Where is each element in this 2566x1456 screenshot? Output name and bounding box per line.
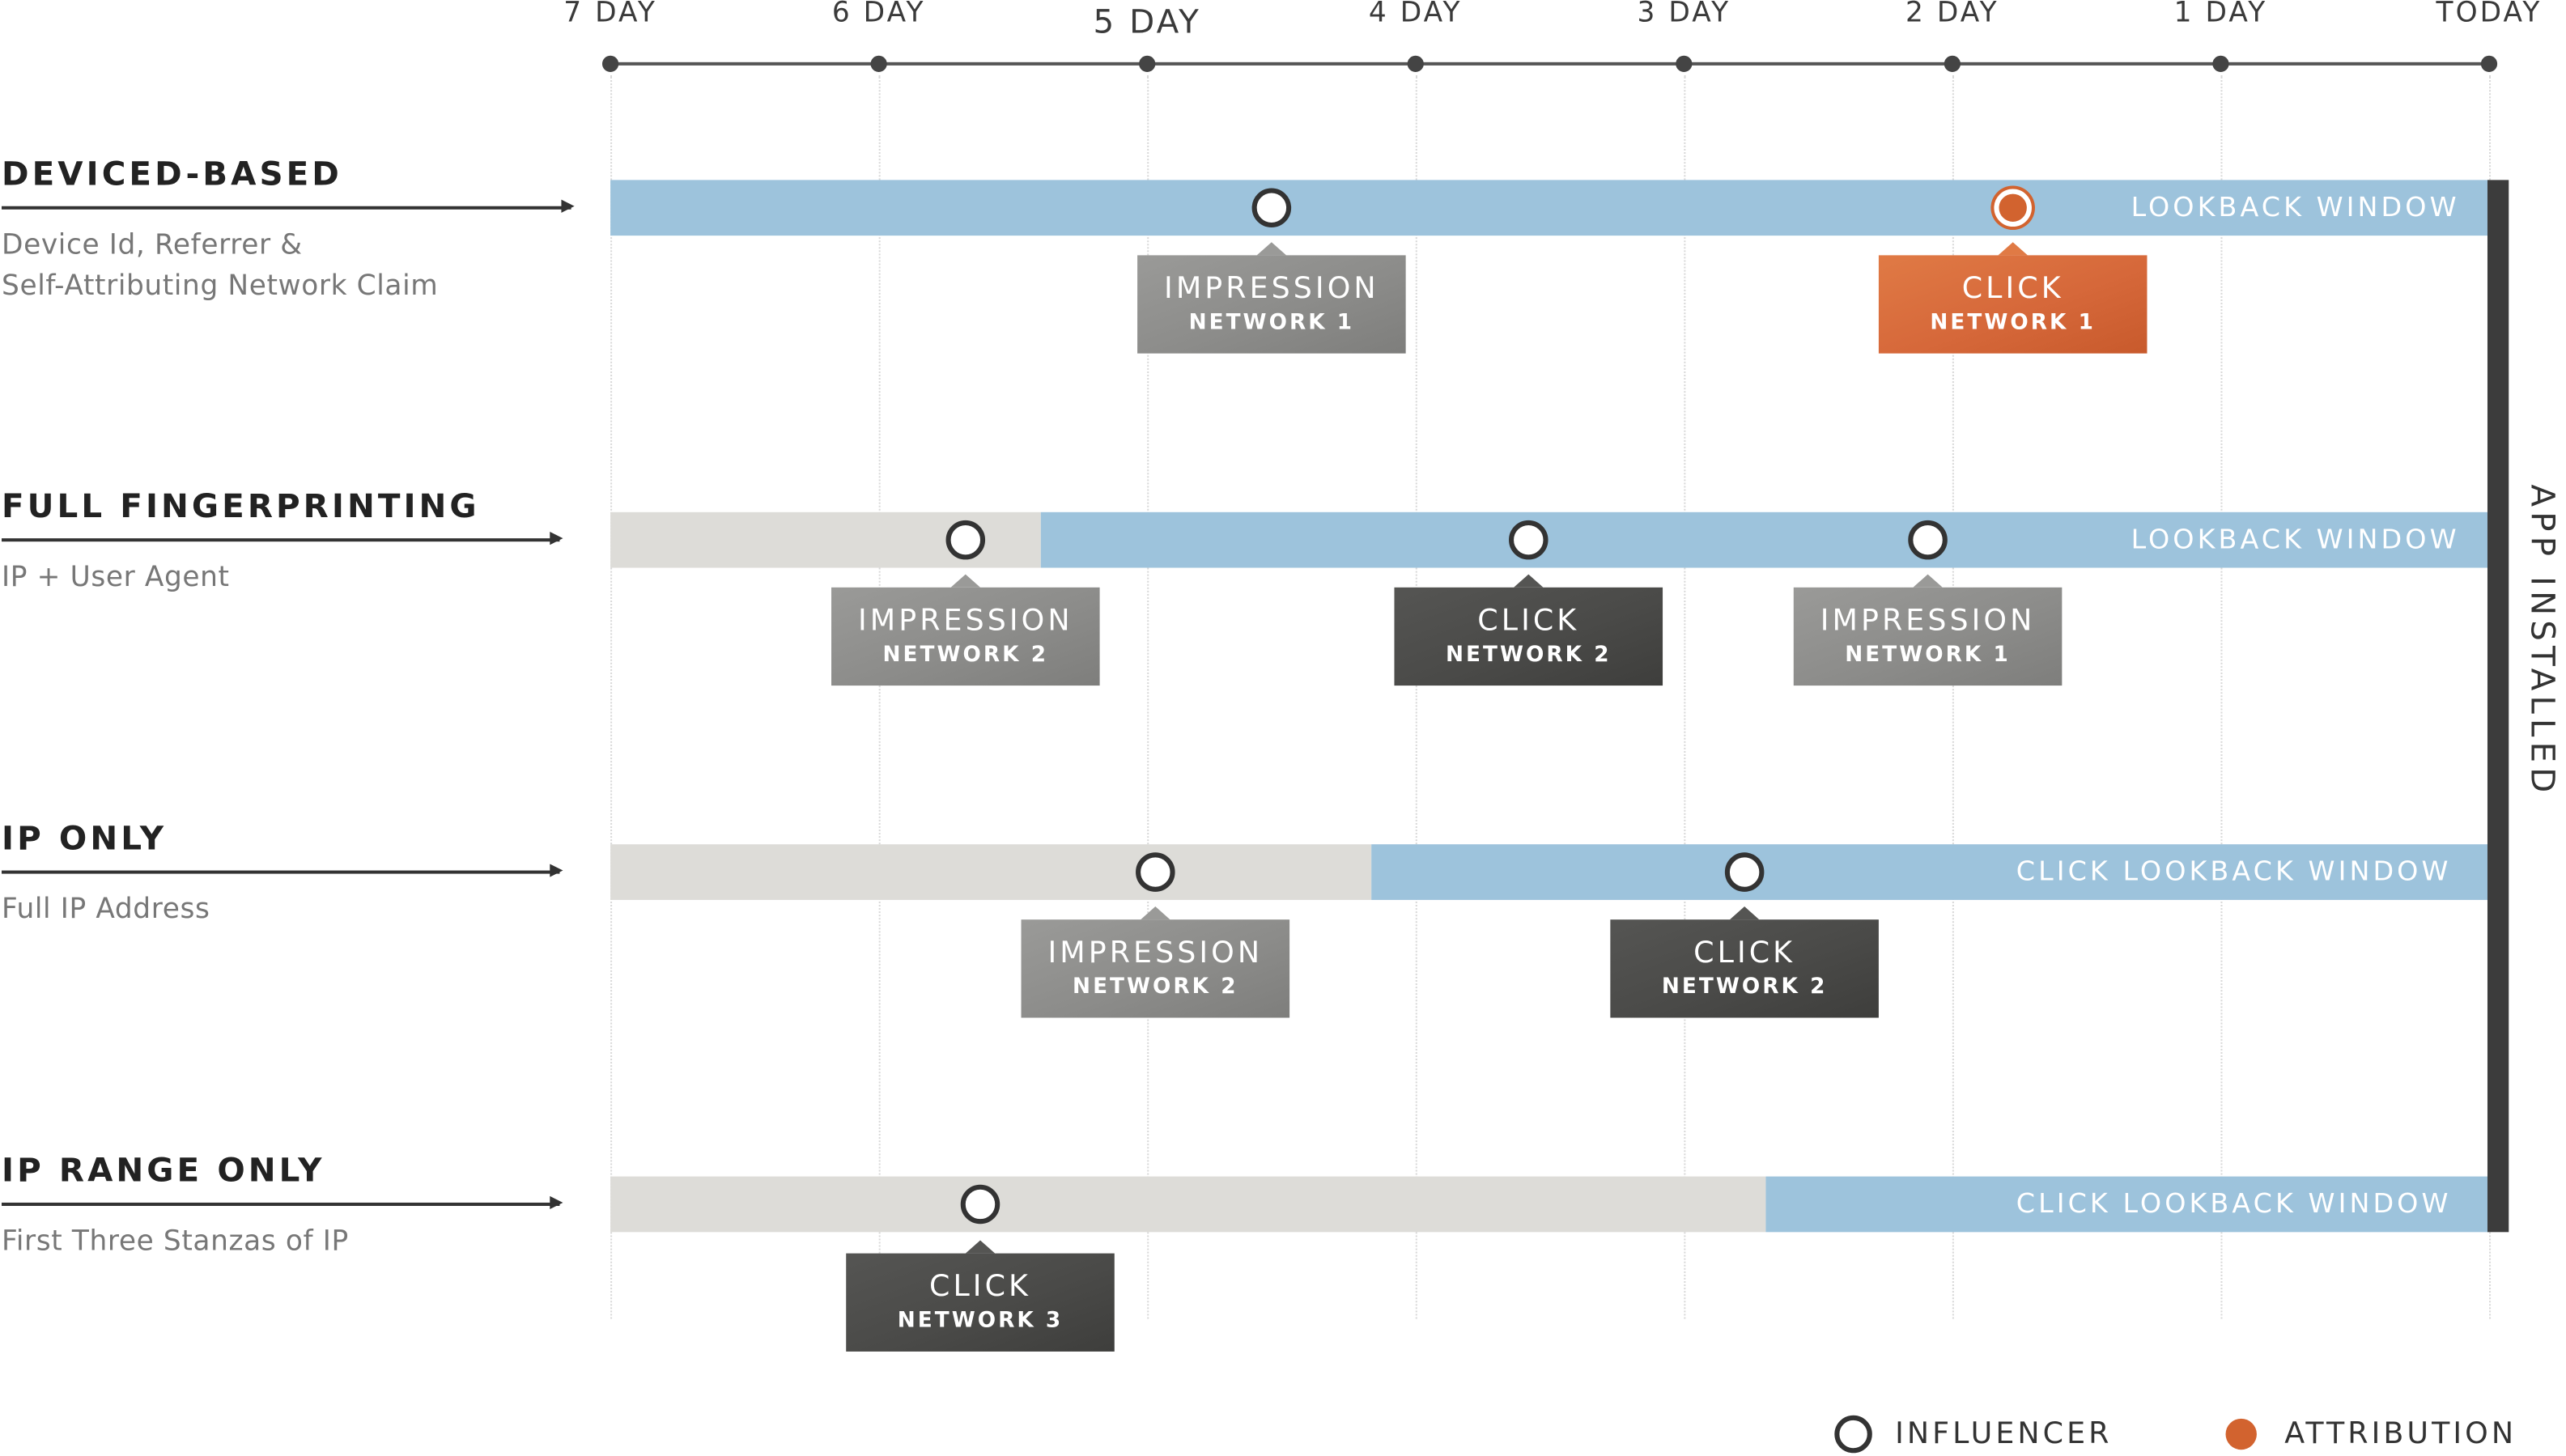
legend-influencer-label: INFLUENCER xyxy=(1895,1416,2113,1452)
gridline xyxy=(878,74,881,1319)
axis-line xyxy=(610,62,2490,65)
event-callout-click: CLICK NETWORK 2 xyxy=(1394,587,1663,686)
gridline xyxy=(1415,74,1417,1319)
event-callout-click: CLICK NETWORK 3 xyxy=(846,1253,1115,1352)
row-arrow xyxy=(2,201,575,211)
row-title-full-fingerprinting: FULL FINGERPRINTING xyxy=(2,486,480,525)
lookback-window-bar xyxy=(610,180,2490,236)
influencer-marker xyxy=(1251,188,1292,228)
day-label-2: 2 DAY xyxy=(1905,0,1999,30)
day-label-6: 6 DAY xyxy=(831,0,926,30)
lookback-window-bar xyxy=(1040,512,2490,568)
axis-tick xyxy=(601,54,619,71)
event-network: NETWORK 2 xyxy=(1073,974,1238,1000)
event-type: CLICK xyxy=(1477,604,1580,639)
day-label-4: 4 DAY xyxy=(1368,0,1463,30)
axis-tick xyxy=(1139,54,1156,71)
event-type: IMPRESSION xyxy=(1047,936,1264,970)
outside-window-bar xyxy=(610,844,1372,900)
attribution-marker xyxy=(1994,189,2032,227)
row-title-ip-range-only: IP RANGE ONLY xyxy=(2,1150,325,1190)
event-network: NETWORK 1 xyxy=(1845,643,2011,668)
axis-tick xyxy=(1676,54,1693,71)
influencer-icon xyxy=(1834,1415,1872,1454)
influencer-marker xyxy=(1908,520,1948,560)
axis-tick xyxy=(1944,54,1961,71)
event-type: CLICK xyxy=(1961,271,2064,307)
event-network: NETWORK 2 xyxy=(882,643,1049,668)
gridline xyxy=(2220,74,2223,1319)
gridline xyxy=(1147,74,1149,1319)
axis-tick xyxy=(2480,54,2498,71)
event-type: IMPRESSION xyxy=(1164,271,1379,307)
influencer-marker xyxy=(945,520,986,560)
event-network: NETWORK 2 xyxy=(1661,974,1828,1000)
axis-tick xyxy=(1407,54,1424,71)
attribution-icon xyxy=(2225,1418,2257,1450)
lookback-window-label: LOOKBACK WINDOW xyxy=(2131,191,2460,223)
axis-tick xyxy=(2212,54,2229,71)
influencer-marker xyxy=(960,1184,1000,1225)
event-type: CLICK xyxy=(929,1269,1031,1305)
row-title-device-based: DEVICED-BASED xyxy=(2,154,342,193)
gridline xyxy=(1952,74,1954,1319)
gridline xyxy=(610,74,613,1319)
row-subtitle-ip-range-only: First Three Stanzas of IP xyxy=(2,1225,349,1259)
day-label-7: 7 DAY xyxy=(563,0,657,30)
app-installed-bar xyxy=(2487,180,2509,1233)
event-callout-click: CLICK NETWORK 2 xyxy=(1610,919,1879,1018)
axis-tick xyxy=(870,54,887,71)
app-installed-label: APP INSTALLED xyxy=(2523,484,2563,798)
event-type: CLICK xyxy=(1693,936,1796,970)
event-callout-impression: IMPRESSION NETWORK 1 xyxy=(1137,255,1406,354)
click-lookback-window-label: CLICK LOOKBACK WINDOW xyxy=(2016,855,2452,887)
gridline xyxy=(1684,74,1686,1319)
influencer-marker xyxy=(1724,852,1765,892)
event-callout-impression: IMPRESSION NETWORK 1 xyxy=(1793,587,2063,686)
event-callout-impression: IMPRESSION NETWORK 2 xyxy=(831,587,1100,686)
day-label-5: 5 DAY xyxy=(1093,2,1201,41)
row-subtitle-full-fingerprinting: IP + User Agent xyxy=(2,561,230,594)
legend-attribution-label: ATTRIBUTION xyxy=(2284,1416,2517,1452)
event-network: NETWORK 1 xyxy=(1188,311,1355,336)
day-label-3: 3 DAY xyxy=(1637,0,1731,30)
row-arrow xyxy=(2,1197,563,1208)
row-arrow xyxy=(2,865,563,876)
influencer-marker xyxy=(1136,852,1175,892)
day-label-today: TODAY xyxy=(2436,0,2543,30)
timeline-axis: 7 DAY 6 DAY 5 DAY 4 DAY 3 DAY 2 DAY 1 DA… xyxy=(0,0,2566,82)
row-arrow xyxy=(2,533,563,544)
click-lookback-window-bar xyxy=(1765,1176,2490,1233)
event-callout-impression: IMPRESSION NETWORK 2 xyxy=(1021,919,1290,1018)
click-lookback-window-label: CLICK LOOKBACK WINDOW xyxy=(2016,1187,2452,1220)
row-subtitle-device-based: Device Id, Referrer & Self-Attributing N… xyxy=(2,229,439,304)
day-label-1: 1 DAY xyxy=(2173,0,2268,30)
event-network: NETWORK 1 xyxy=(1930,311,2096,336)
event-callout-click-attribution: CLICK NETWORK 1 xyxy=(1878,255,2148,354)
event-network: NETWORK 2 xyxy=(1445,643,1612,668)
event-type: IMPRESSION xyxy=(1820,604,2036,639)
click-lookback-window-bar xyxy=(1371,844,2490,900)
lookback-window-label: LOOKBACK WINDOW xyxy=(2131,523,2460,555)
influencer-marker xyxy=(1509,520,1549,560)
row-subtitle-ip-only: Full IP Address xyxy=(2,893,210,927)
legend: INFLUENCER ATTRIBUTION xyxy=(1829,1411,2550,1456)
event-type: IMPRESSION xyxy=(858,604,1073,639)
event-network: NETWORK 3 xyxy=(897,1309,1064,1334)
row-title-ip-only: IP ONLY xyxy=(2,817,168,858)
outside-window-bar xyxy=(610,1176,1766,1233)
